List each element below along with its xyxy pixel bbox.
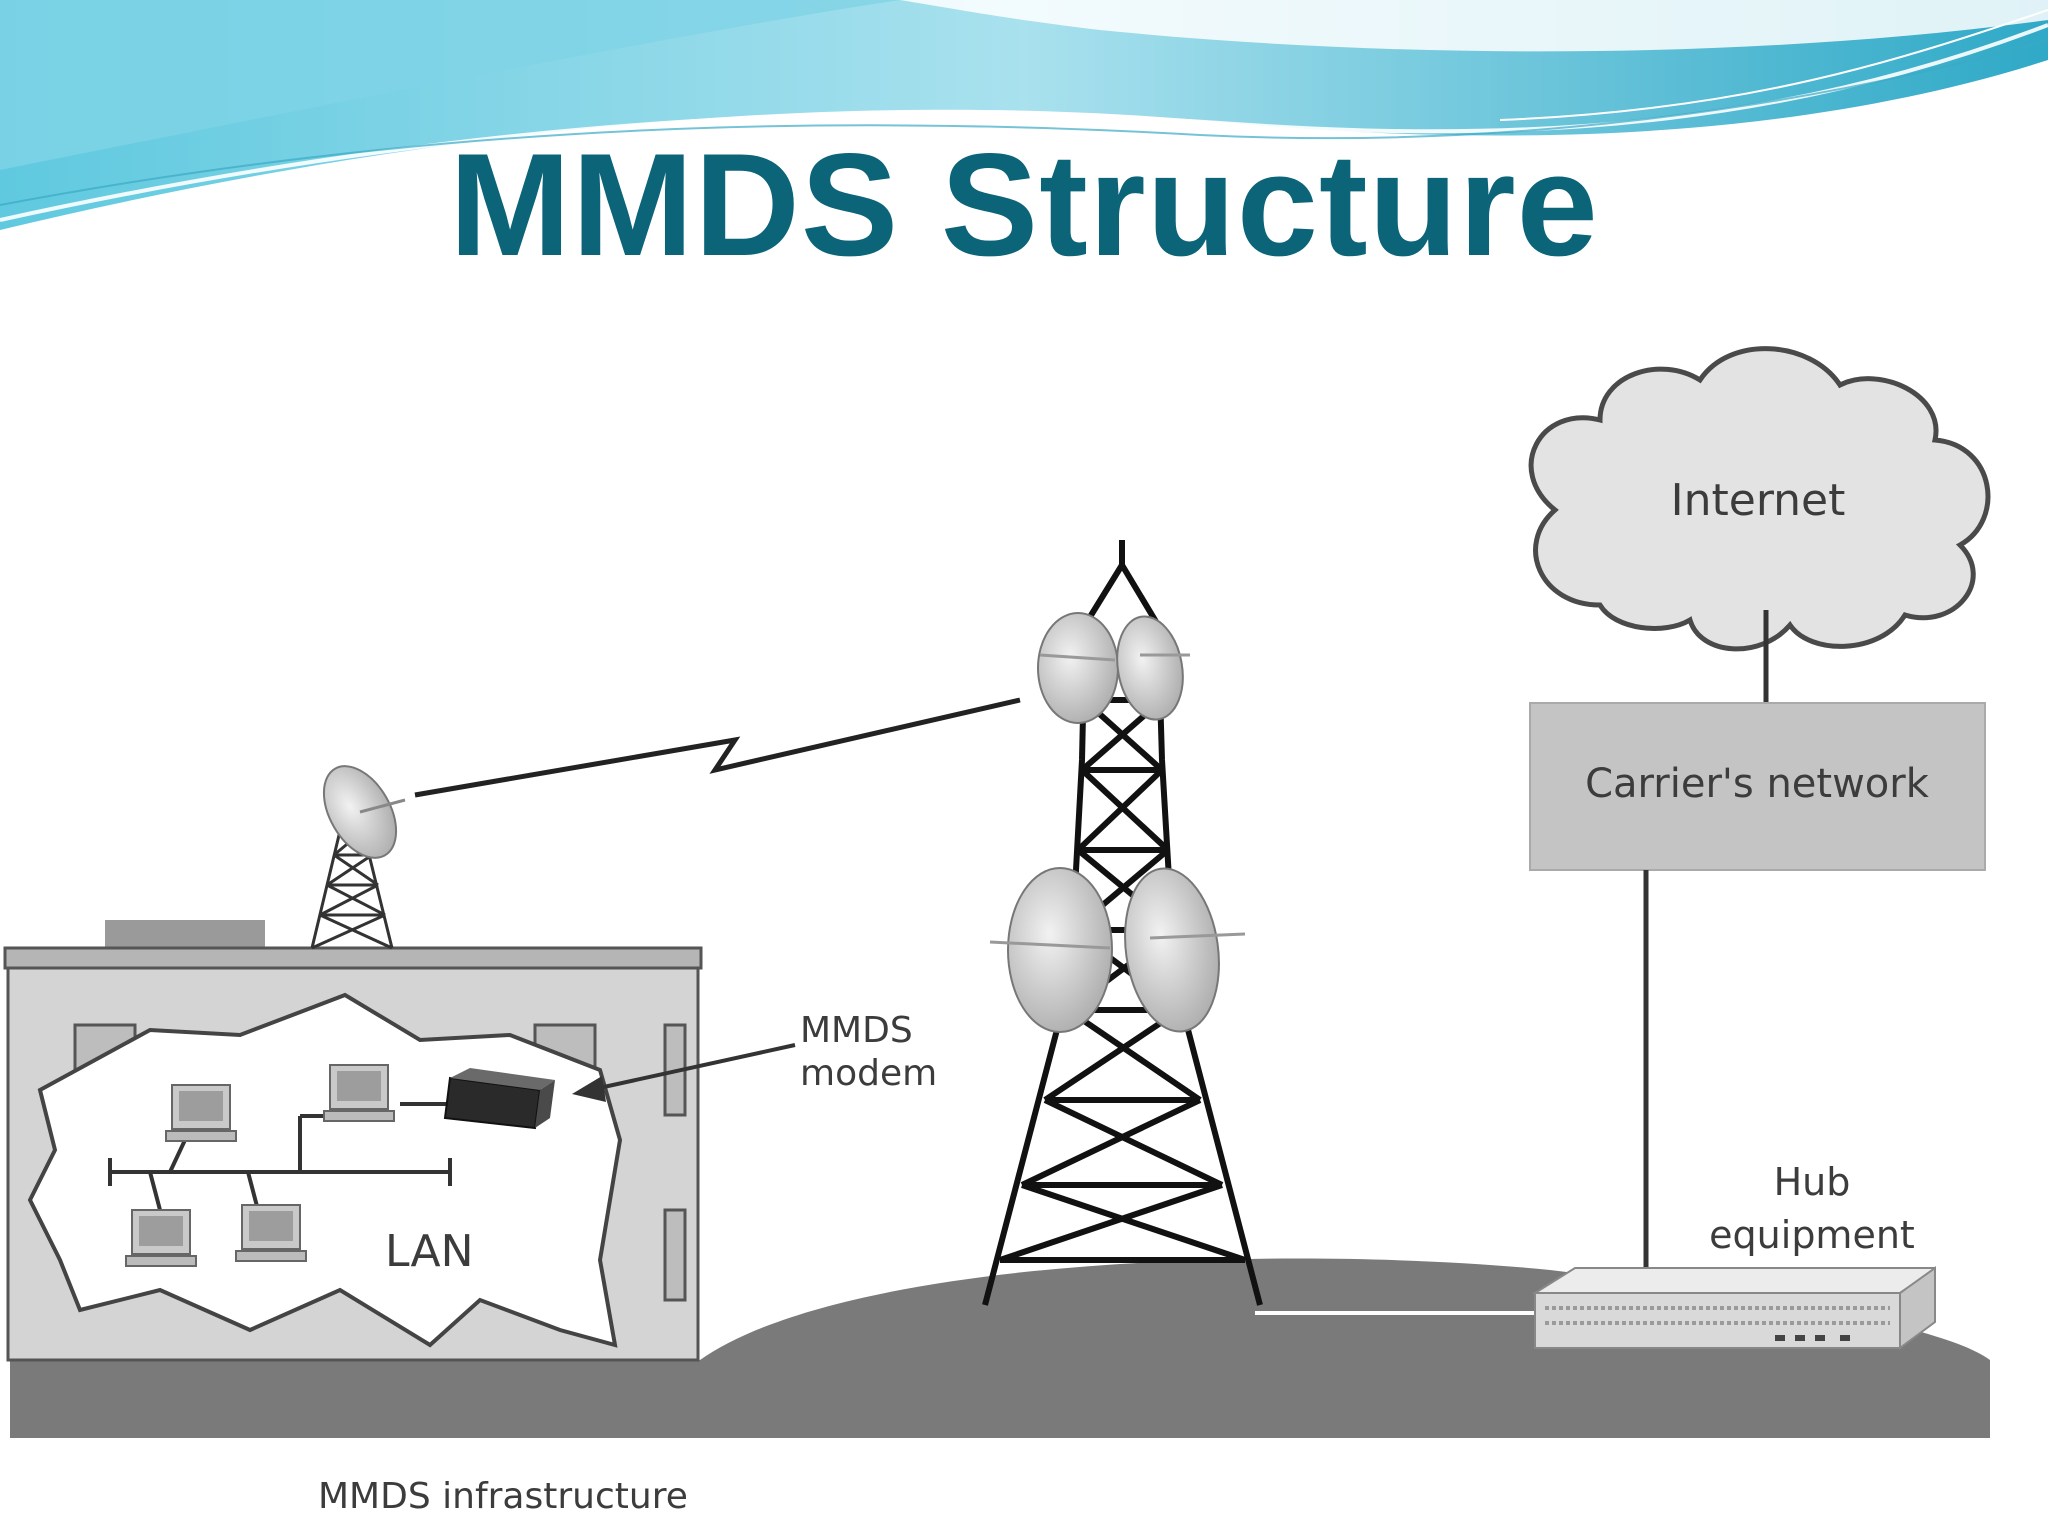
- dish-icon: [322, 765, 406, 859]
- dish-icon: [989, 867, 1113, 1033]
- hub-label-line1: Hub: [1774, 1160, 1851, 1204]
- carrier-network-label: Carrier's network: [1585, 761, 1930, 807]
- modem-label-line2: modem: [800, 1053, 937, 1094]
- computer-icon: [235, 1204, 307, 1262]
- dish-icon: [1037, 612, 1119, 724]
- wave-banner: [0, 0, 2048, 230]
- modem-label-line1: MMDS: [800, 1010, 913, 1051]
- hub-label-line2: equipment: [1709, 1213, 1915, 1257]
- hub-rack-icon: [1531, 1266, 1936, 1350]
- internet-label: Internet: [1671, 475, 1846, 526]
- lan-label: LAN: [385, 1226, 474, 1277]
- dish-icon: [1124, 867, 1246, 1033]
- modem-pointer-arrow: [572, 1043, 796, 1102]
- slide-title: MMDS Structure: [449, 123, 1599, 286]
- cloud-icon: [1528, 346, 1991, 652]
- lightning-link-icon: [414, 697, 1021, 798]
- carrier-network-box: [1529, 702, 1986, 871]
- computer-icon: [165, 1084, 237, 1142]
- computer-icon: [323, 1064, 395, 1122]
- building-icon: [3, 920, 703, 1362]
- computer-icon: [125, 1209, 197, 1267]
- dish-icon: [1116, 615, 1190, 721]
- figure-caption: MMDS infrastructure: [318, 1476, 688, 1517]
- modem-icon: [443, 1068, 555, 1130]
- lan-wiring: [108, 1102, 452, 1211]
- ground: [10, 1258, 1990, 1438]
